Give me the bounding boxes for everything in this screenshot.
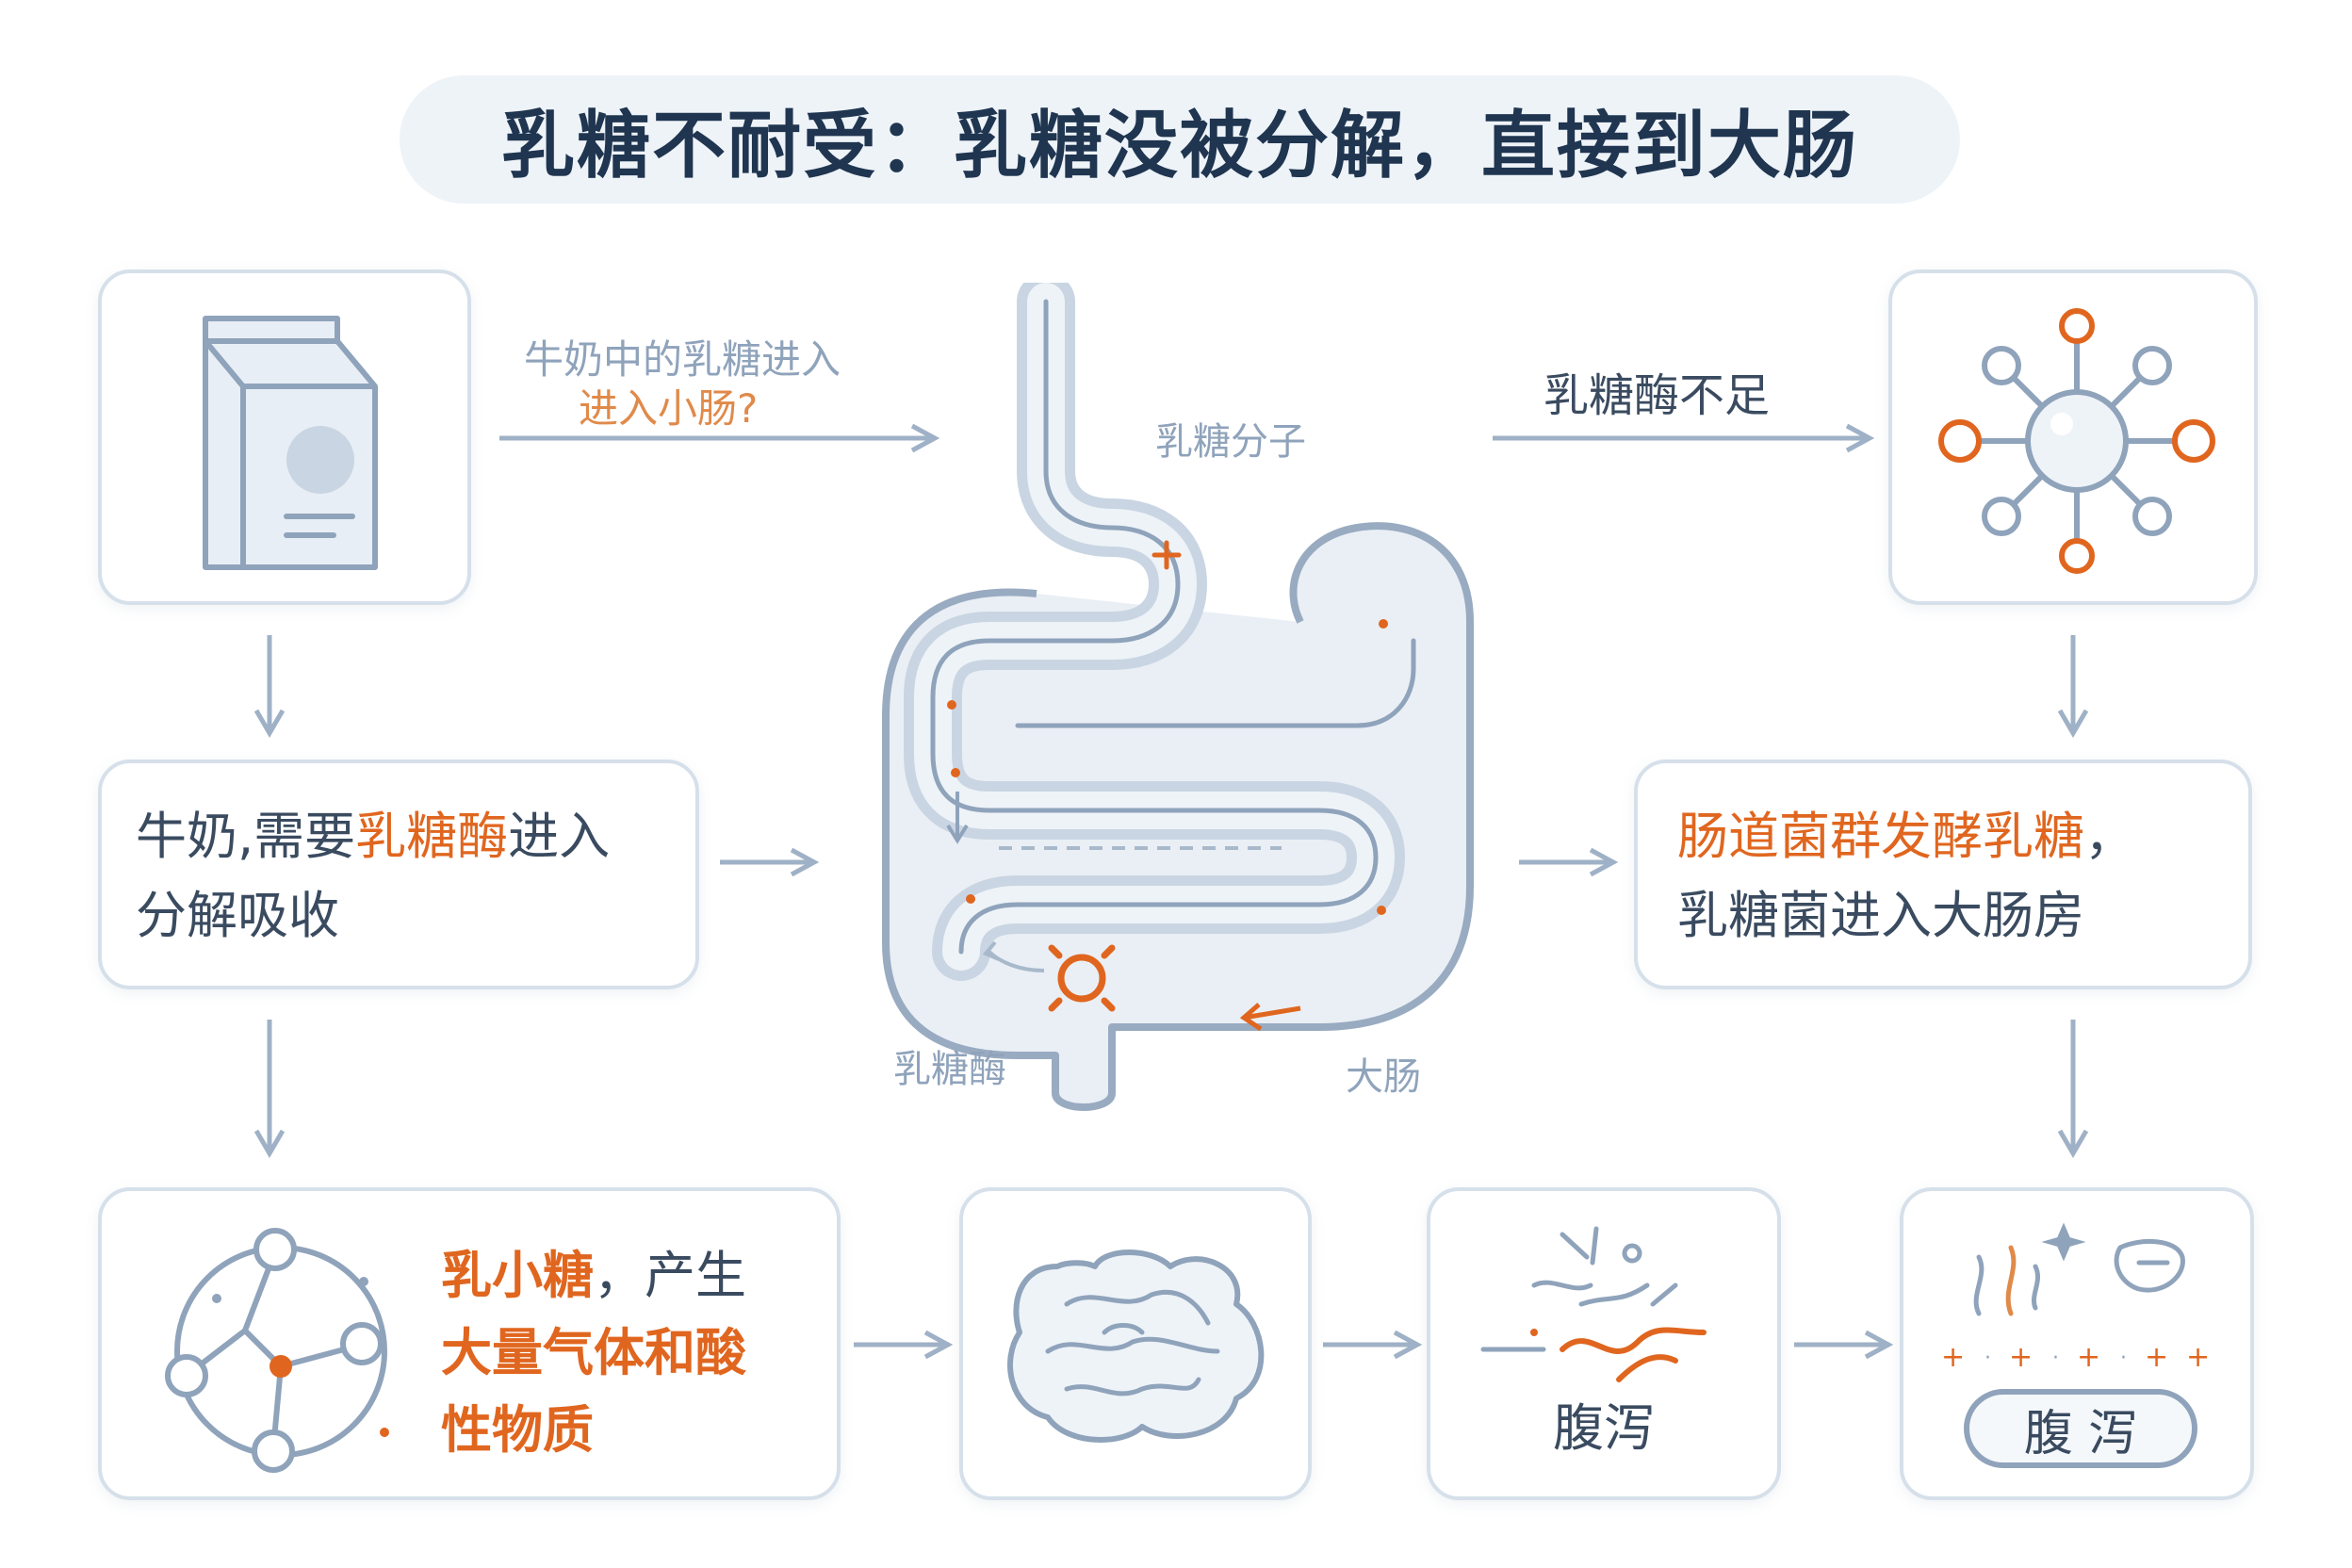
svg-text:·: · — [2120, 1347, 2127, 1370]
diarrhea-label: 腹泻 — [1553, 1398, 1655, 1458]
svg-text:+: + — [1941, 1341, 1965, 1374]
intestine-illustration — [882, 283, 1474, 1111]
mid-left-text-a: 牛奶,需要 — [136, 807, 356, 866]
intestine-icon — [1007, 1250, 1265, 1443]
arrow-gut-to-midright — [1519, 847, 1619, 877]
svg-text:+: + — [2077, 1341, 2100, 1374]
arrow-milk-down — [253, 635, 286, 738]
mid-left-text-highlight: 乳糖酶 — [355, 807, 509, 866]
card-enzyme — [1888, 270, 2258, 605]
gas-icon: + · + · + · + + — [1941, 1222, 2210, 1374]
arrow-midleft-to-gut — [720, 847, 820, 877]
milk-arrow-label-2: 进入小肠? — [579, 385, 759, 432]
mid-left-text-b: 进入 — [508, 807, 611, 866]
molecule-circle-icon — [165, 1228, 389, 1473]
card-gut — [959, 1187, 1312, 1500]
svg-text:·: · — [1984, 1347, 1991, 1370]
arrow-bottom-2 — [1323, 1330, 1423, 1360]
arrow-bottom-1 — [854, 1330, 954, 1360]
arrow-bottom-3 — [1794, 1330, 1894, 1360]
diarrhea-pill-text: 腹 泻 — [2023, 1405, 2138, 1462]
lactase-label: 乳糖酶 — [893, 1048, 1006, 1091]
svg-text:+: + — [2186, 1341, 2210, 1374]
mid-right-text-highlight: 肠道菌群发酵乳糖 — [1677, 807, 2084, 866]
card-milk-lactase: 牛奶,需要乳糖酶进入 分解吸收 — [98, 760, 699, 989]
bacteria-icon — [1480, 1226, 1707, 1382]
svg-text:·: · — [2052, 1347, 2059, 1370]
bottom-left-text-line2: 大量气体和酸 — [441, 1323, 746, 1382]
page-title: 乳糖不耐受：乳糖没被分解，直接到大肠 — [500, 104, 1858, 188]
large-intestine-label: 大肠 — [1346, 1055, 1421, 1099]
mid-right-text-line2: 乳糖菌进入大肠房 — [1677, 886, 2084, 945]
card-diarrhea-pill: + · + · + · + + 腹 泻 — [1900, 1187, 2254, 1500]
card-milk — [98, 270, 471, 605]
card-diarrhea: 腹泻 — [1427, 1187, 1781, 1500]
card-gas-acid: 乳小糖，产生 大量气体和酸 性物质 — [98, 1187, 841, 1500]
mid-left-text-line2: 分解吸收 — [136, 886, 339, 945]
bottom-left-text-highlight-1: 乳小糖 — [441, 1246, 594, 1305]
lactase-insufficient-label: 乳糖酶不足 — [1544, 369, 1771, 422]
arrow-gut-to-enzyme — [1493, 423, 1875, 453]
milk-arrow-label-1: 牛奶中的乳糖进入 — [524, 336, 841, 383]
diarrhea-pill: 腹 泻 — [1964, 1389, 2197, 1468]
arrow-midleft-down — [253, 1020, 286, 1158]
arrow-milk-to-gut — [499, 423, 940, 453]
bottom-left-text-line3: 性物质 — [441, 1400, 594, 1460]
molecule-network-icon — [1938, 308, 2215, 574]
arrow-enzyme-down — [2057, 635, 2089, 738]
bottom-left-text-b: ，产生 — [594, 1246, 746, 1305]
card-fermentation: 肠道菌群发酵乳糖， 乳糖菌进入大肠房 — [1634, 760, 2252, 989]
milk-carton-icon — [203, 316, 378, 570]
svg-text:+: + — [2145, 1341, 2168, 1374]
svg-text:+: + — [2009, 1341, 2033, 1374]
title-banner: 乳糖不耐受：乳糖没被分解，直接到大肠 — [400, 75, 1960, 204]
arrow-midright-down — [2057, 1020, 2089, 1158]
lactose-molecule-label: 乳糖分子 — [1155, 420, 1306, 464]
mid-right-text-b: ， — [2084, 807, 2135, 866]
